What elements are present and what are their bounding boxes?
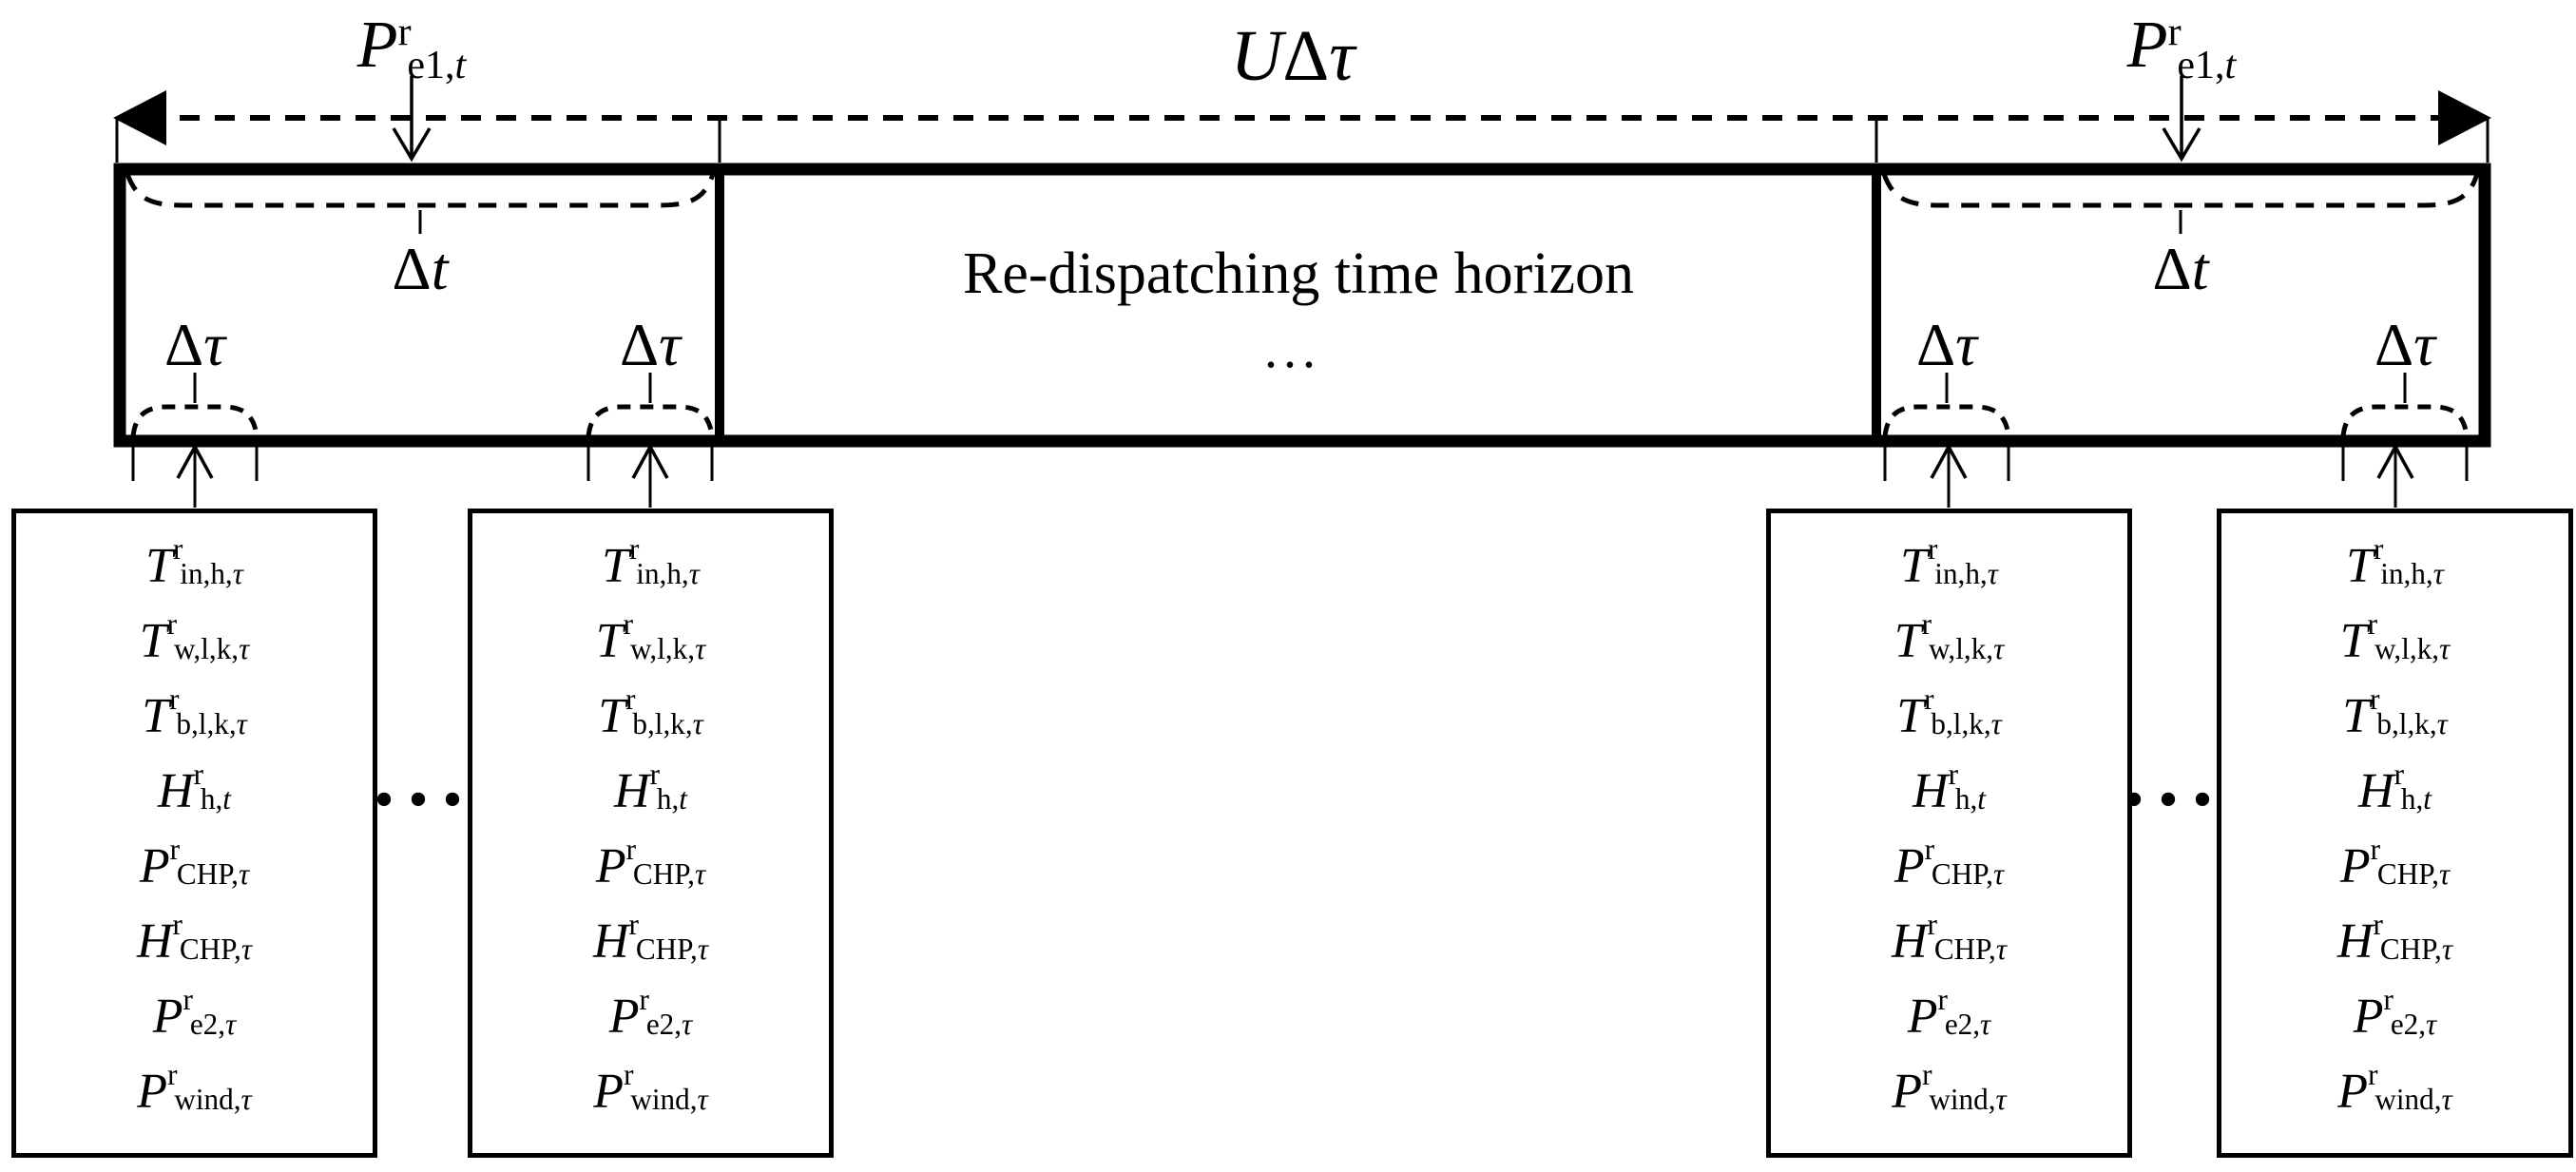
span-arrowhead-right bbox=[2438, 90, 2491, 145]
delta-tau-label-1: Δτ bbox=[163, 311, 226, 378]
timeline-bar bbox=[113, 163, 2491, 448]
p-sub: e1,t bbox=[407, 43, 467, 87]
delta-tau-brace-4 bbox=[2340, 404, 2470, 437]
delta-t-label-right: Δt bbox=[2152, 235, 2209, 302]
box-arrowhead-1 bbox=[176, 443, 214, 479]
p-base: P bbox=[356, 9, 398, 82]
p-e1-arrowhead-left bbox=[392, 127, 432, 163]
p-e1-t-label-right: Pre1,t bbox=[2126, 9, 2237, 87]
delta-tau-brace-2 bbox=[586, 404, 715, 437]
box-arrowhead-4 bbox=[2376, 443, 2414, 479]
span-arrowhead-left bbox=[113, 90, 166, 145]
p-e1-t-label-left: Pre1,t bbox=[356, 8, 467, 87]
box-arrowhead-3 bbox=[1930, 443, 1968, 479]
p-e1-arrowhead-right bbox=[2162, 127, 2201, 163]
delta-tau-brace-1 bbox=[130, 404, 260, 437]
delta-t-label-left: Δt bbox=[392, 235, 449, 302]
delta-tau-label-3: Δτ bbox=[1915, 311, 1978, 378]
horizon-ellipsis: ... bbox=[1264, 320, 1321, 379]
box-arrowhead-2 bbox=[631, 443, 669, 479]
delta-tau-label-2: Δτ bbox=[619, 311, 682, 378]
horizon-title: Re-dispatching time horizon bbox=[963, 241, 1634, 306]
p-sup: r bbox=[397, 10, 412, 54]
u-delta-tau-label: UΔτ bbox=[1230, 16, 1355, 96]
delta-tau-brace-3 bbox=[1882, 404, 2011, 437]
delta-t-brace-right bbox=[1881, 173, 2480, 208]
box-gap-ellipsis-left: ... bbox=[374, 732, 476, 824]
box-gap-ellipsis-right: ... bbox=[2124, 732, 2226, 824]
delta-t-brace-left bbox=[125, 173, 716, 208]
delta-tau-label-4: Δτ bbox=[2374, 311, 2436, 378]
